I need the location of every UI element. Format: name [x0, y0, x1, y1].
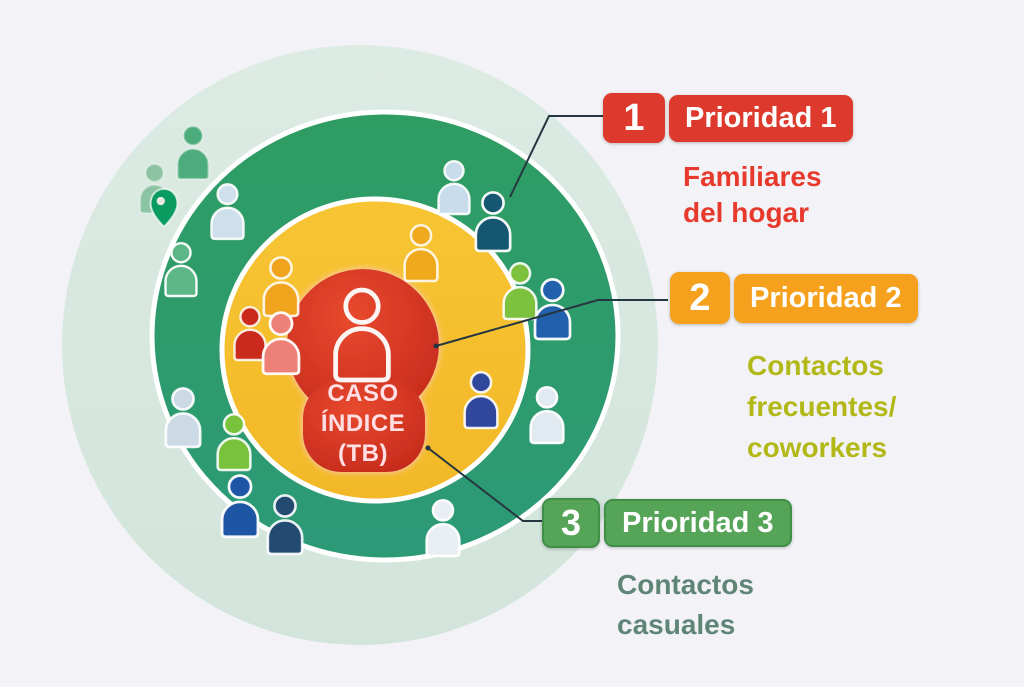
connector-line-1 [509, 115, 605, 198]
index-case-text-line2: ÍNDICE [321, 409, 405, 437]
priority-3-description: Contactos casuales [617, 565, 754, 645]
priority-2-description: Contactos frecuentes/ coworkers [747, 345, 896, 468]
priority-3-label-group: 3 Prioridad 3 [542, 498, 792, 548]
priority-1-description-line-2: del hogar [683, 197, 810, 228]
priority-1-title-box: Prioridad 1 [669, 94, 853, 142]
priority-3-description-line-1: Contactos [617, 569, 754, 600]
priority-2-number-chip: 2 [670, 272, 730, 324]
priority-3-title-box: Prioridad 3 [604, 499, 792, 547]
priority-2-description-line-3: coworkers [747, 432, 888, 463]
priority-1-number-chip: 1 [603, 93, 665, 143]
location-pin-icon [149, 187, 179, 228]
index-case-text-line3: (TB) [338, 440, 388, 467]
index-case-blob [287, 269, 439, 472]
priority-3-description-line-2: casuales [617, 609, 736, 640]
priority-1-label-group: 1 Prioridad 1 [603, 93, 853, 143]
connector-line-2 [435, 299, 668, 347]
connector-line-3 [427, 447, 542, 522]
connector-dot-3 [425, 445, 431, 451]
connector-lines [427, 115, 668, 522]
priority-2-description-line-1: Contactos [747, 350, 884, 381]
connector-dot-2 [433, 343, 439, 349]
priority-2-label-group: 2 Prioridad 2 [670, 272, 918, 324]
priority-1-description-line-1: Familiares [683, 161, 822, 192]
priority-1-description: Familiares del hogar [683, 159, 822, 231]
priority-2-title-box: Prioridad 2 [734, 273, 918, 323]
priority-3-number-chip: 3 [542, 498, 600, 548]
index-case-text-line1: CASO [327, 380, 398, 407]
priority-2-description-line-2: frecuentes/ [747, 391, 897, 422]
